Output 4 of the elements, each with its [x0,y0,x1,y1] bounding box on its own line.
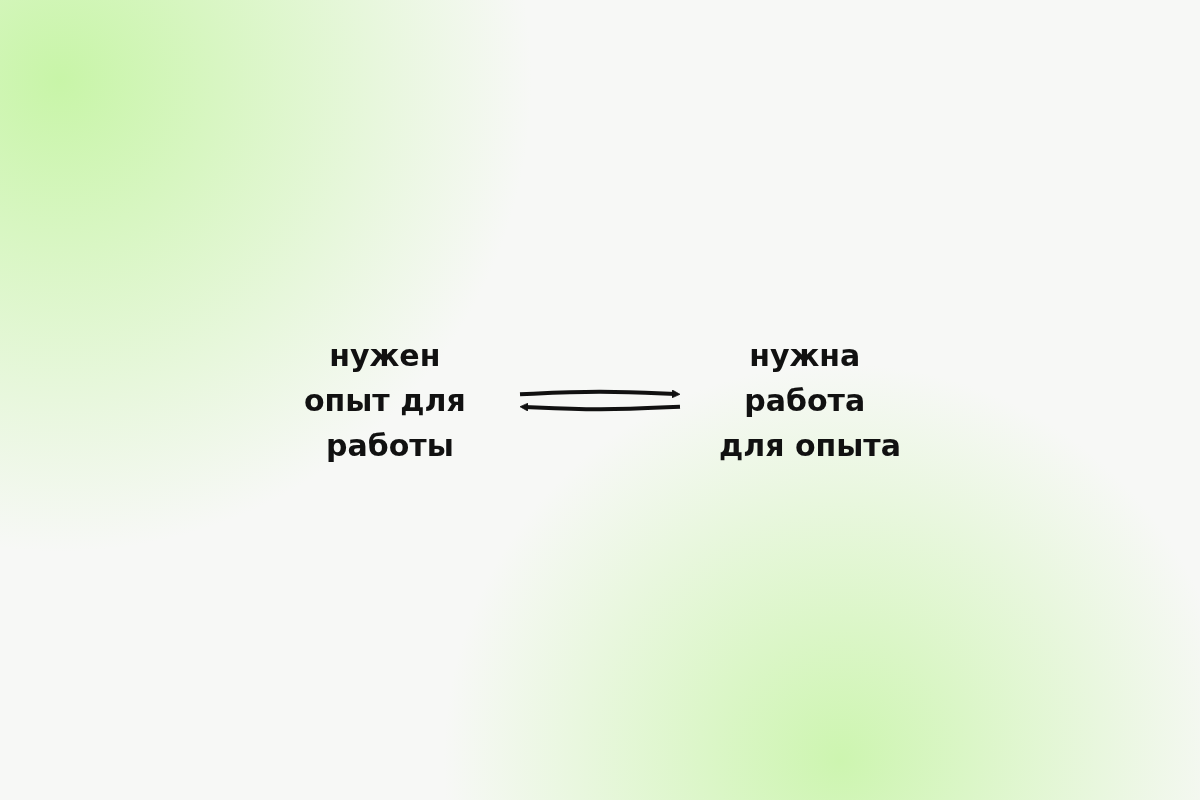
arrow [519,402,681,411]
arrow [519,389,681,398]
node-text: нужна работа для опыта [718,337,901,463]
node-text: нужен опыт для работы [303,337,466,463]
